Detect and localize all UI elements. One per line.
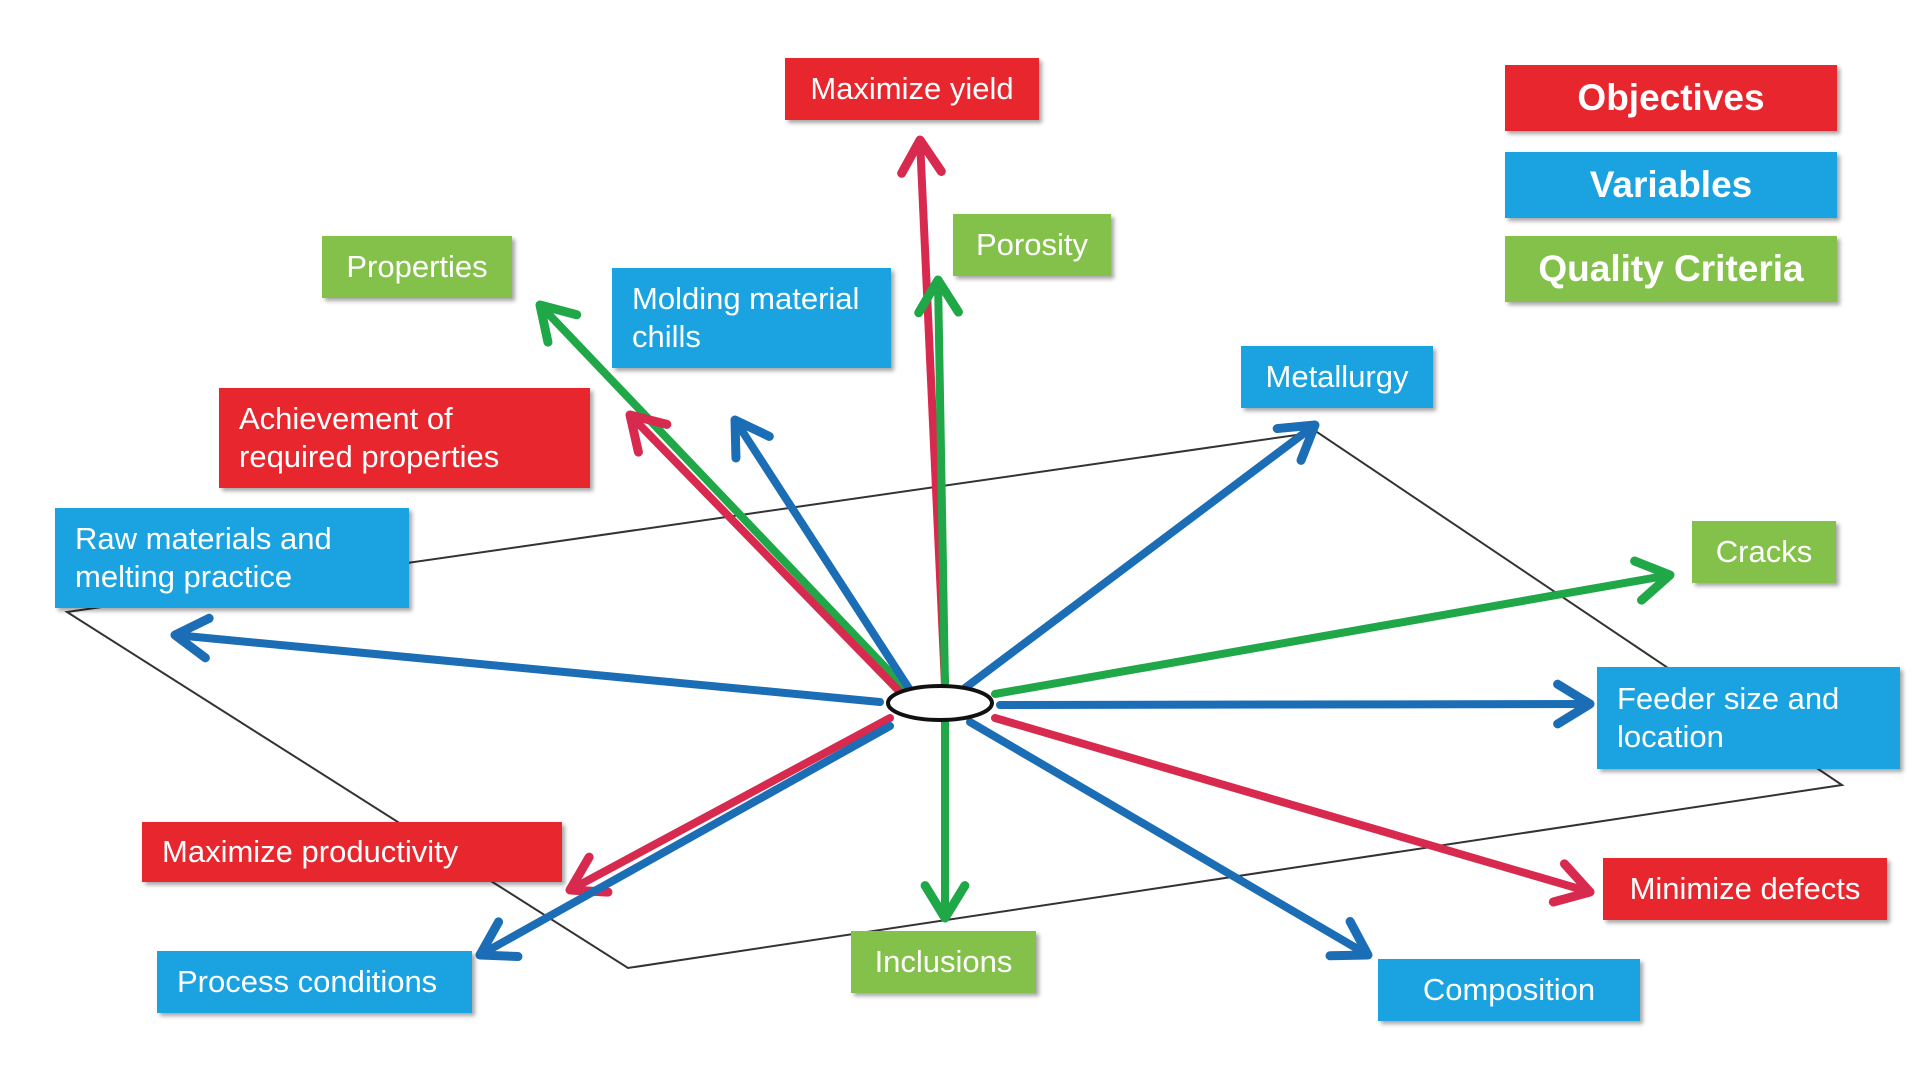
- arrow-maximize-yield-head: [897, 135, 946, 178]
- label-properties: Properties: [322, 236, 512, 298]
- label-maximize-productivity: Maximize productivity: [142, 822, 562, 882]
- arrow-properties: [535, 300, 909, 692]
- label-inclusions: Inclusions: [851, 931, 1036, 993]
- legend-variables: Variables: [1505, 152, 1837, 218]
- arrow-inclusions-head: [920, 881, 970, 923]
- label-cracks: Cracks: [1692, 521, 1836, 583]
- arrow-porosity: [914, 275, 963, 689]
- arrow-minimize-defects: [991, 714, 1595, 907]
- arrow-cracks: [991, 556, 1675, 698]
- arrow-cracks-head: [1630, 556, 1675, 605]
- label-maximize-yield: Maximize yield: [785, 58, 1039, 120]
- arrow-minimize-defects-head: [1548, 859, 1595, 907]
- arrow-achievement: [625, 410, 904, 696]
- arrow-composition-head: [1325, 916, 1373, 961]
- arrow-feeder-size: [996, 679, 1595, 729]
- label-composition: Composition: [1378, 959, 1640, 1021]
- arrow-metallurgy: [961, 420, 1320, 692]
- arrow-process-conditions-head: [475, 917, 523, 962]
- arrow-inclusions: [920, 718, 970, 923]
- label-raw-materials-melting-practice: Raw materials and melting practice: [55, 508, 409, 608]
- arrow-process-conditions: [475, 722, 894, 962]
- label-achievement-required-properties: Achievement of required properties: [219, 388, 590, 488]
- label-porosity: Porosity: [953, 214, 1111, 276]
- arrow-porosity-head: [914, 275, 963, 318]
- arrow-metallurgy-head: [1272, 420, 1320, 465]
- arrows-group: [170, 135, 1675, 962]
- arrow-molding-material-head: [730, 415, 774, 463]
- center-hub: [886, 684, 994, 722]
- label-minimize-defects: Minimize defects: [1603, 858, 1887, 920]
- arrow-maximize-productivity: [565, 714, 894, 897]
- arrow-achievement-head: [625, 410, 672, 457]
- label-feeder-size-location: Feeder size and location: [1597, 667, 1900, 769]
- arrow-composition: [966, 718, 1373, 961]
- legend-objectives: Objectives: [1505, 65, 1837, 131]
- label-process-conditions: Process conditions: [157, 951, 472, 1013]
- arrow-properties-head: [535, 300, 582, 347]
- label-molding-material-chills: Molding material chills: [612, 268, 891, 368]
- arrow-feeder-size-head: [1553, 679, 1595, 729]
- arrow-molding-material: [730, 415, 914, 694]
- arrow-raw-materials-head: [170, 613, 214, 663]
- legend-quality-criteria: Quality Criteria: [1505, 236, 1837, 302]
- arrow-raw-materials: [170, 613, 884, 706]
- label-metallurgy: Metallurgy: [1241, 346, 1433, 408]
